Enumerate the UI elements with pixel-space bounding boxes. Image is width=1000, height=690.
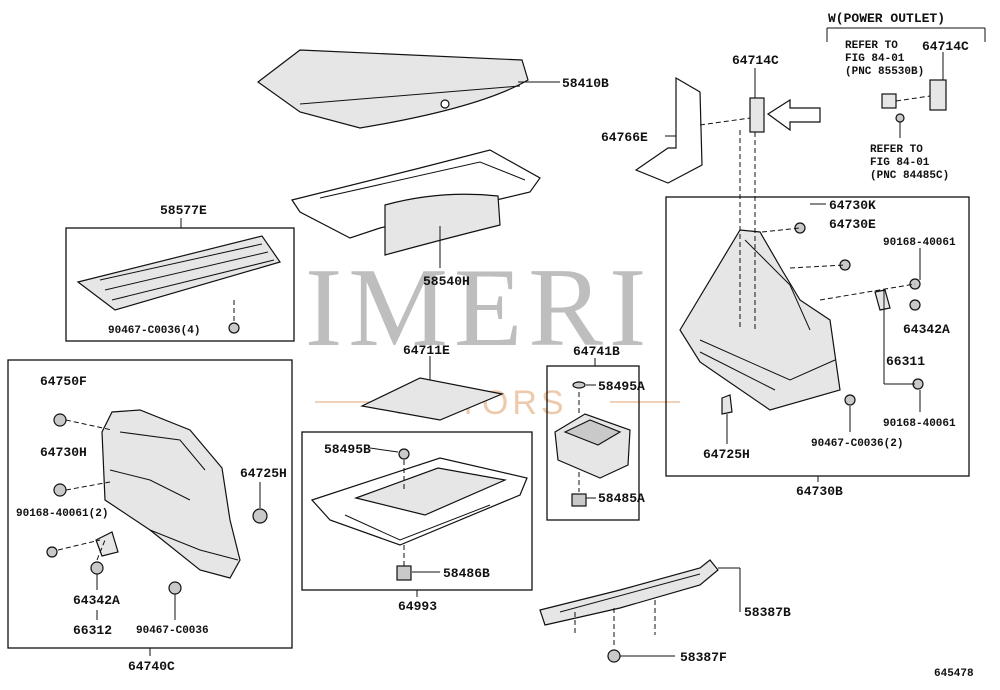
mat-64711E-part [360, 377, 505, 421]
label-58486B: 58486B [443, 566, 490, 581]
label-64714C-a: 64714C [732, 53, 779, 68]
watermark-brand: IMERI [305, 246, 652, 370]
label-58387B: 58387B [744, 605, 791, 620]
label-64711E: 64711E [403, 343, 450, 358]
label-ref1-line3: (PNC 85530B) [845, 66, 924, 78]
storage-box-64993-part [310, 448, 528, 581]
label-64714C-b: 64714C [922, 39, 969, 54]
label-90467-2: 90467-C0036(2) [811, 438, 903, 450]
label-66312: 66312 [73, 623, 112, 638]
label-64730B: 64730B [796, 484, 843, 499]
label-58495B: 58495B [324, 442, 371, 457]
label-64993: 64993 [398, 599, 437, 614]
deck-board-58410B-part [256, 49, 529, 129]
side-trim-64740C-part [95, 409, 241, 579]
power-outlet-bracket [826, 27, 986, 42]
label-66311: 66311 [886, 354, 925, 369]
label-64730K: 64730K [829, 198, 876, 213]
label-64740C: 64740C [128, 659, 175, 674]
label-90168-b: 90168-40061 [883, 418, 956, 430]
label-58540H: 58540H [423, 274, 470, 289]
label-64750F: 64750F [40, 374, 87, 389]
label-64342A-r: 64342A [903, 322, 950, 337]
label-64766E: 64766E [601, 130, 648, 145]
group-box-64741B [546, 365, 640, 521]
part-labels: W(POWER OUTLET) REFER TO FIG 84-01 (PNC … [16, 11, 974, 680]
power-outlet-part [881, 79, 947, 123]
group-box-58577E [65, 227, 295, 342]
cover-64714C-part [749, 97, 821, 133]
sill-58577E-part [76, 235, 281, 311]
label-power-outlet: W(POWER OUTLET) [828, 11, 945, 26]
label-58495A: 58495A [598, 379, 645, 394]
label-58485A: 58485A [598, 491, 645, 506]
label-ref1-line2: FIG 84-01 [845, 53, 905, 65]
side-trim-64730B-part [679, 229, 891, 415]
label-58410B: 58410B [562, 76, 609, 91]
scuff-plate-58387B-part [539, 559, 719, 663]
label-ref2-line2: FIG 84-01 [870, 157, 930, 169]
label-58577E: 58577E [160, 203, 207, 218]
label-64730E: 64730E [829, 217, 876, 232]
label-64730H: 64730H [40, 445, 87, 460]
label-90168-a: 90168-40061 [883, 237, 956, 249]
tray-58540H-part [291, 149, 541, 256]
label-ref2-line1: REFER TO [870, 144, 923, 156]
label-64741B: 64741B [573, 344, 620, 359]
label-ref1-line1: REFER TO [845, 40, 898, 52]
label-90467-4: 90467-C0036(4) [108, 325, 200, 337]
label-64342A-l: 64342A [73, 593, 120, 608]
label-ref2-line3: (PNC 84485C) [870, 170, 949, 182]
bin-64741B-part [554, 381, 631, 507]
label-90168-2: 90168-40061(2) [16, 508, 108, 520]
label-64725H-l: 64725H [240, 466, 287, 481]
diagram-code: 645478 [934, 668, 974, 680]
leader-lines [57, 52, 944, 657]
label-64725H-r: 64725H [703, 447, 750, 462]
label-90467-l: 90467-C0036 [136, 625, 209, 637]
label-58387F: 58387F [680, 650, 727, 665]
